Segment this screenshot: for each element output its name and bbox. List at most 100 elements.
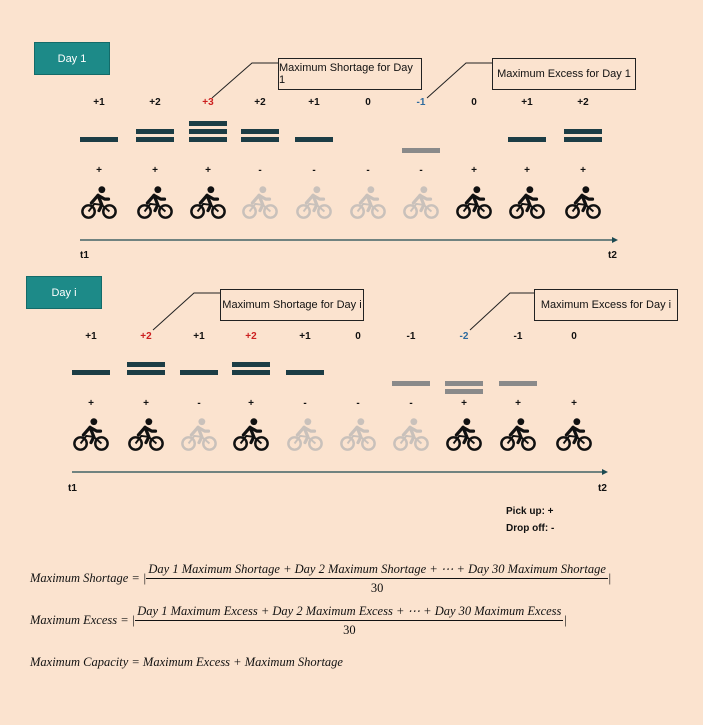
day1-sign-label: + [96, 165, 102, 176]
bicycle-icon [508, 183, 546, 221]
day1-shortage-bar [241, 137, 279, 142]
bicycle-icon [499, 415, 537, 453]
bicycle-icon [80, 183, 118, 221]
day1-count-label: +3 [202, 97, 214, 108]
day1-sign-label: + [524, 165, 530, 176]
dayi-count-label: +2 [140, 331, 152, 342]
dayi-sign-label: + [515, 398, 521, 409]
dayi-count-label: +1 [85, 331, 97, 342]
day1-sign-label: + [205, 165, 211, 176]
day1-sign-label: + [580, 165, 586, 176]
bicycle-icon [189, 183, 227, 221]
day1-count-label: +1 [521, 97, 533, 108]
dayi-count-label: -2 [459, 331, 469, 342]
day1-excess-callout: Maximum Excess for Day 1 [492, 58, 636, 90]
bicycle-icon [349, 183, 387, 221]
excess-fraction: Day 1 Maximum Excess + Day 2 Maximum Exc… [135, 603, 564, 638]
excess-numerator: Day 1 Maximum Excess + Day 2 Maximum Exc… [135, 603, 564, 621]
shortage-denominator: 30 [370, 581, 384, 595]
capacity-formula: Maximum Capacity = Maximum Excess + Maxi… [30, 655, 343, 669]
dayi-shortage-bar [127, 370, 165, 375]
bicycle-icon [295, 183, 333, 221]
dayi-count-label: 0 [355, 331, 361, 342]
day1-excess-bar [402, 148, 440, 153]
dayi-excess-callout: Maximum Excess for Day i [534, 289, 678, 321]
dayi-excess-connector [469, 292, 534, 331]
dayi-sign-label: - [197, 398, 201, 409]
day1-count-label: 0 [365, 97, 371, 108]
day1-label: Day 1 [57, 52, 87, 65]
dayi-shortage-connector [152, 292, 220, 331]
day1-sign-label: - [258, 165, 262, 176]
excess-close: | [563, 613, 567, 627]
dayi-count-label: +1 [299, 331, 311, 342]
bicycle-icon [392, 415, 430, 453]
dayi-count-label: -1 [406, 331, 416, 342]
day1-shortage-bar [189, 121, 227, 126]
day1-shortage-bar [564, 137, 602, 142]
dayi-count-label: -1 [513, 331, 523, 342]
day1-shortage-connector [211, 62, 278, 99]
shortage-lhs: Maximum Shortage = | [30, 571, 147, 585]
bicycle-icon [136, 183, 174, 221]
bicycle-icon [555, 415, 593, 453]
dayi-sign-label: + [88, 398, 94, 409]
day1-shortage-callout: Maximum Shortage for Day 1 [278, 58, 422, 90]
bicycle-icon [445, 415, 483, 453]
day1-sign-label: - [419, 165, 423, 176]
day1-sign-label: + [471, 165, 477, 176]
day1-shortage-bar [189, 137, 227, 142]
dayi-shortage-bar [232, 370, 270, 375]
excess-lhs: Maximum Excess = | [30, 613, 136, 627]
dayi-label-box: Day i [26, 276, 102, 309]
day1-label-box: Day 1 [34, 42, 110, 75]
dayi-shortage-callout: Maximum Shortage for Day i [220, 289, 364, 321]
day1-count-label: +2 [149, 97, 161, 108]
bicycle-icon [72, 415, 110, 453]
bicycle-icon [180, 415, 218, 453]
day1-excess-callout-text: Maximum Excess for Day 1 [497, 68, 631, 80]
day1-shortage-bar [295, 137, 333, 142]
day1-axis-start: t1 [80, 250, 89, 261]
day1-sign-label: - [312, 165, 316, 176]
day1-shortage-bar [564, 129, 602, 134]
bicycle-icon [564, 183, 602, 221]
shortage-formula: Maximum Shortage = |Day 1 Maximum Shorta… [30, 561, 611, 596]
dayi-shortage-bar [286, 370, 324, 375]
dayi-shortage-bar [232, 362, 270, 367]
excess-denominator: 30 [343, 623, 356, 637]
bicycle-icon [241, 183, 279, 221]
bicycle-icon [402, 183, 440, 221]
day1-axis-end: t2 [608, 250, 617, 261]
bicycle-icon [286, 415, 324, 453]
dayi-shortage-callout-text: Maximum Shortage for Day i [222, 299, 362, 311]
day1-count-label: +2 [577, 97, 589, 108]
dayi-excess-bar [392, 381, 430, 386]
dayi-axis-start: t1 [68, 483, 77, 494]
dayi-excess-bar [445, 389, 483, 394]
shortage-numerator: Day 1 Maximum Shortage + Day 2 Maximum S… [146, 561, 608, 579]
day1-count-label: +1 [308, 97, 320, 108]
bicycle-icon [232, 415, 270, 453]
dayi-sign-label: - [409, 398, 413, 409]
excess-formula: Maximum Excess = |Day 1 Maximum Excess +… [30, 603, 567, 638]
day1-shortage-bar [136, 137, 174, 142]
dayi-count-label: +2 [245, 331, 257, 342]
dayi-excess-bar [499, 381, 537, 386]
dayi-shortage-bar [180, 370, 218, 375]
day1-shortage-bar [508, 137, 546, 142]
legend-dropoff: Drop off: - [506, 523, 555, 534]
day1-sign-label: + [152, 165, 158, 176]
dayi-count-label: +1 [193, 331, 205, 342]
dayi-count-label: 0 [571, 331, 577, 342]
dayi-excess-bar [445, 381, 483, 386]
dayi-sign-label: + [248, 398, 254, 409]
dayi-sign-label: + [143, 398, 149, 409]
shortage-close: | [607, 571, 612, 585]
dayi-sign-label: + [571, 398, 577, 409]
dayi-sign-label: - [356, 398, 360, 409]
dayi-sign-label: - [303, 398, 307, 409]
day1-shortage-bar [136, 129, 174, 134]
shortage-fraction: Day 1 Maximum Shortage + Day 2 Maximum S… [146, 561, 608, 596]
